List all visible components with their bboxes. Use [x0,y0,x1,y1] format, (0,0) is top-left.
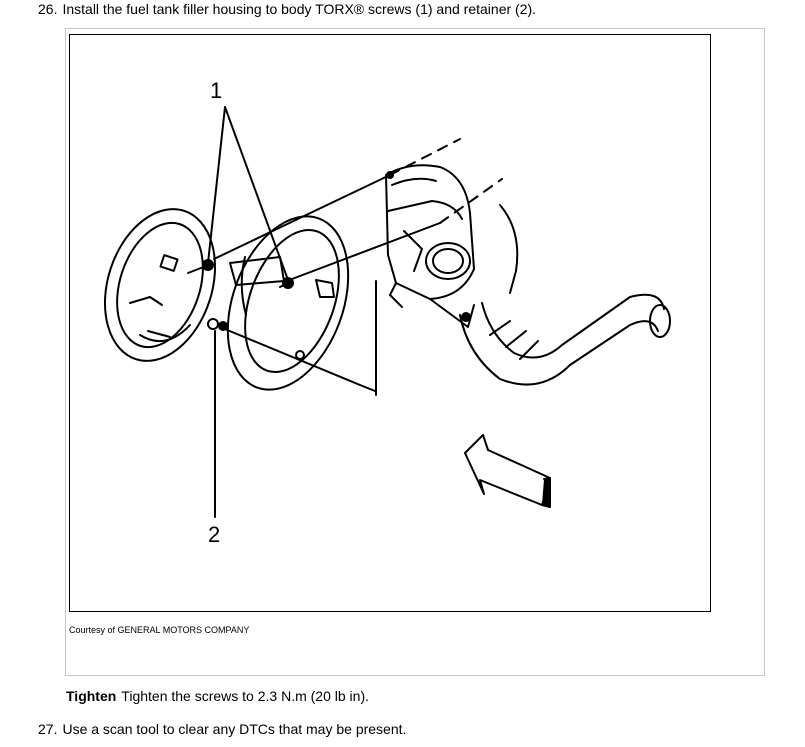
filler-door-plate [103,208,217,362]
callout-1-leaders [207,106,289,281]
tighten-text: Tighten the screws to 2.3 N.m (20 lb in)… [121,688,369,704]
step-number: 26. [38,1,58,17]
fuel-filler-housing-illustration: 1 2 [103,78,671,547]
step-text: Install the fuel tank filler housing to … [62,1,537,17]
step-26: 26.Install the fuel tank filler housing … [38,1,536,18]
callout-1: 1 [210,78,222,103]
torx-screws [187,259,294,289]
filler-pocket-flange [226,215,350,391]
filler-neck-hose [459,204,671,386]
step-text: Use a scan tool to clear any DTCs that m… [62,721,407,737]
figure-frame: 1 2 [69,34,711,612]
filler-housing [385,164,475,328]
tighten-label: Tighten [66,688,117,704]
callout-2: 2 [208,522,220,547]
step-number: 27. [38,721,58,737]
figure-panel: 1 2 [65,28,765,676]
figure-caption: Courtesy of GENERAL MOTORS COMPANY [69,625,250,635]
alignment-lines [213,138,503,396]
view-direction-arrow [464,434,551,508]
step-27: 27.Use a scan tool to clear any DTCs tha… [38,721,406,738]
